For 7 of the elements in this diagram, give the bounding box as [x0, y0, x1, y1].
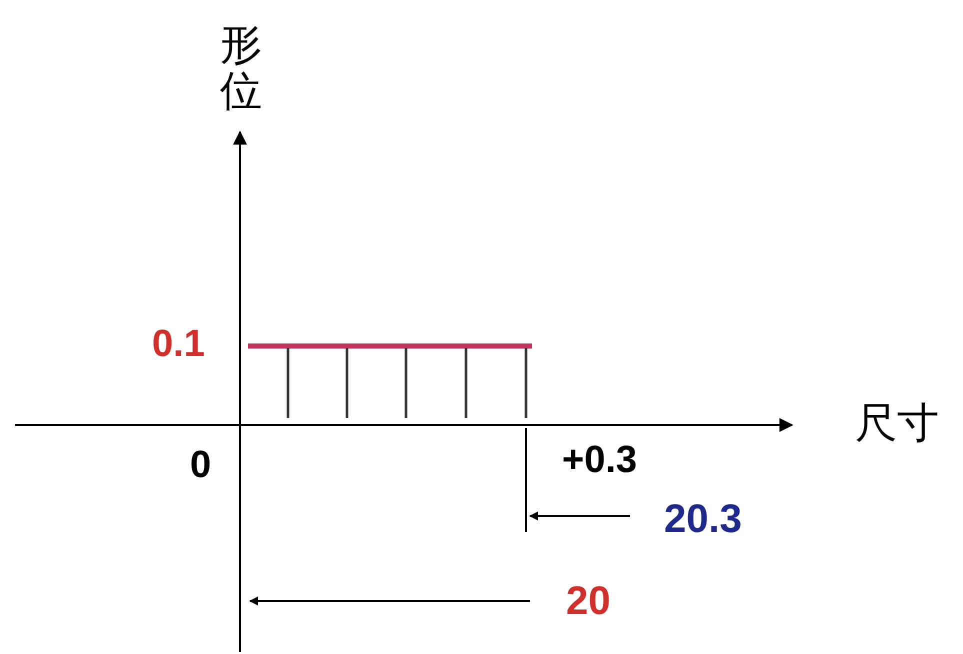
dimension-label: 20 [566, 581, 610, 621]
axis-label: 尺寸 [855, 402, 939, 444]
dimension-label: 20.3 [664, 499, 742, 539]
tick-label: 0 [190, 446, 212, 484]
tick-label: 0.1 [152, 325, 205, 363]
tick-label: +0.3 [562, 441, 638, 479]
axis-label: 形位 [220, 22, 262, 114]
